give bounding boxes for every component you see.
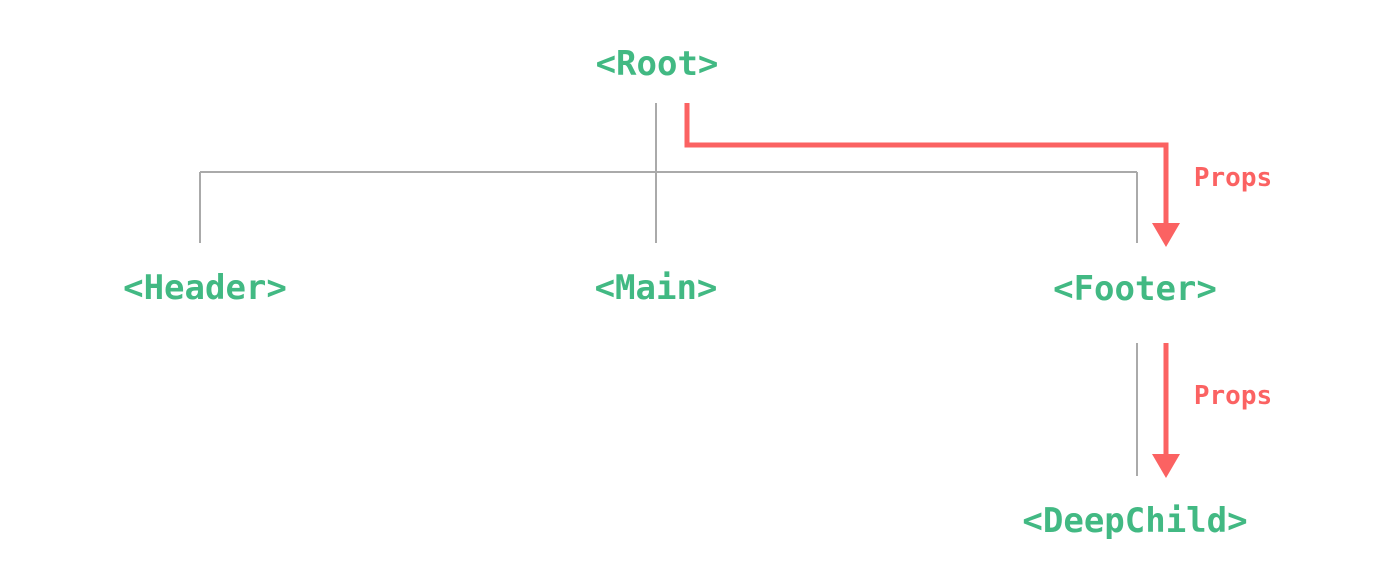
props-label-footer-to-deepchild: Props — [1193, 381, 1273, 411]
props-arrow-root-to-footer — [684, 103, 1169, 225]
props-arrowhead-root-to-footer-icon — [1152, 223, 1180, 247]
node-main: <Main> — [594, 268, 718, 308]
node-root: <Root> — [595, 44, 719, 84]
node-deepchild: <DeepChild> — [1022, 501, 1248, 541]
node-header: <Header> — [123, 268, 287, 308]
node-footer: <Footer> — [1053, 269, 1217, 309]
props-label-root-to-footer: Props — [1193, 163, 1273, 193]
props-arrowhead-footer-to-deepchild-icon — [1152, 454, 1180, 478]
